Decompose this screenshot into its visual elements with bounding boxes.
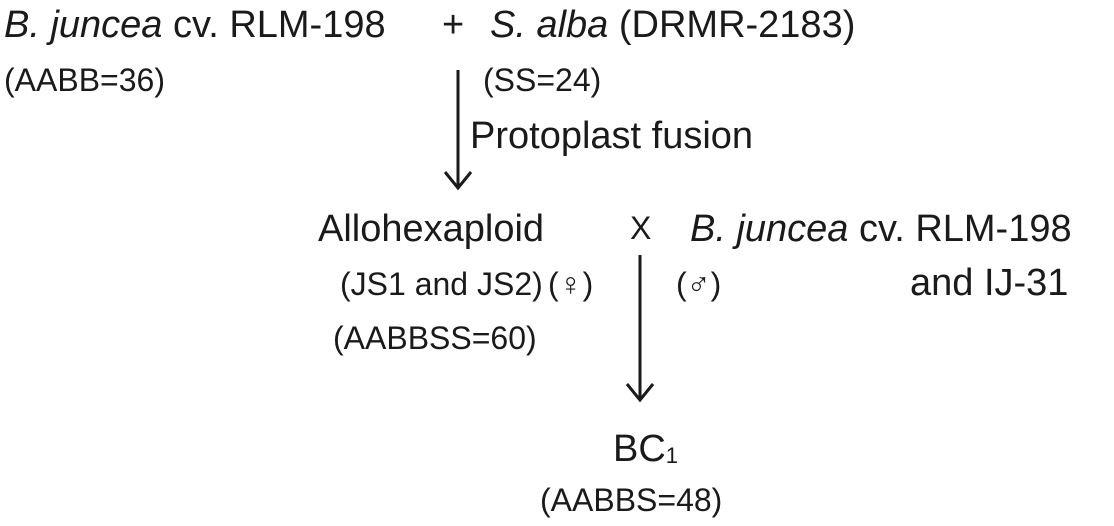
parent1-genus: B. juncea	[4, 4, 163, 46]
fusion-arrow	[443, 70, 473, 191]
recurrent-parent-second: and IJ-31	[910, 262, 1069, 304]
progeny-name: BC1	[613, 430, 678, 468]
recurrent-parent-genus: B. juncea	[690, 208, 849, 250]
cross-sign: X	[630, 210, 652, 246]
parent2-name: S. alba (DRMR-2183)	[490, 6, 855, 44]
protoplast-fusion-label: Protoplast fusion	[470, 115, 754, 157]
progeny-genome: (AABBS=48)	[540, 482, 723, 518]
recurrent-parent-cv-prefix: cv.	[859, 208, 905, 250]
recurrent-parent-name: B. juncea cv. RLM-198	[690, 210, 1072, 248]
backcross-arrow	[625, 255, 655, 403]
recurrent-parent-cultivar: RLM-198	[915, 208, 1072, 250]
parent1-name: B. juncea cv. RLM-198	[4, 6, 386, 44]
parent2-genome: (SS=24)	[483, 62, 602, 98]
plus-sign: +	[442, 4, 465, 46]
female-symbol: (♀)	[548, 266, 594, 302]
parent2-accession: (DRMR-2183)	[618, 4, 856, 46]
male-symbol: (♂)	[676, 266, 722, 302]
parent1-genome: (AABB=36)	[4, 62, 165, 98]
hybrid-lines: (JS1 and JS2)	[340, 266, 543, 302]
parent1-cv-prefix: cv.	[173, 4, 219, 46]
hybrid-genome: (AABBSS=60)	[333, 320, 537, 356]
progeny-name-sub: 1	[665, 443, 679, 468]
hybrid-name: Allohexaploid	[318, 208, 545, 250]
parent2-species: S. alba	[490, 4, 609, 46]
parent1-cultivar: RLM-198	[229, 4, 386, 46]
progeny-name-main: BC	[613, 428, 666, 470]
